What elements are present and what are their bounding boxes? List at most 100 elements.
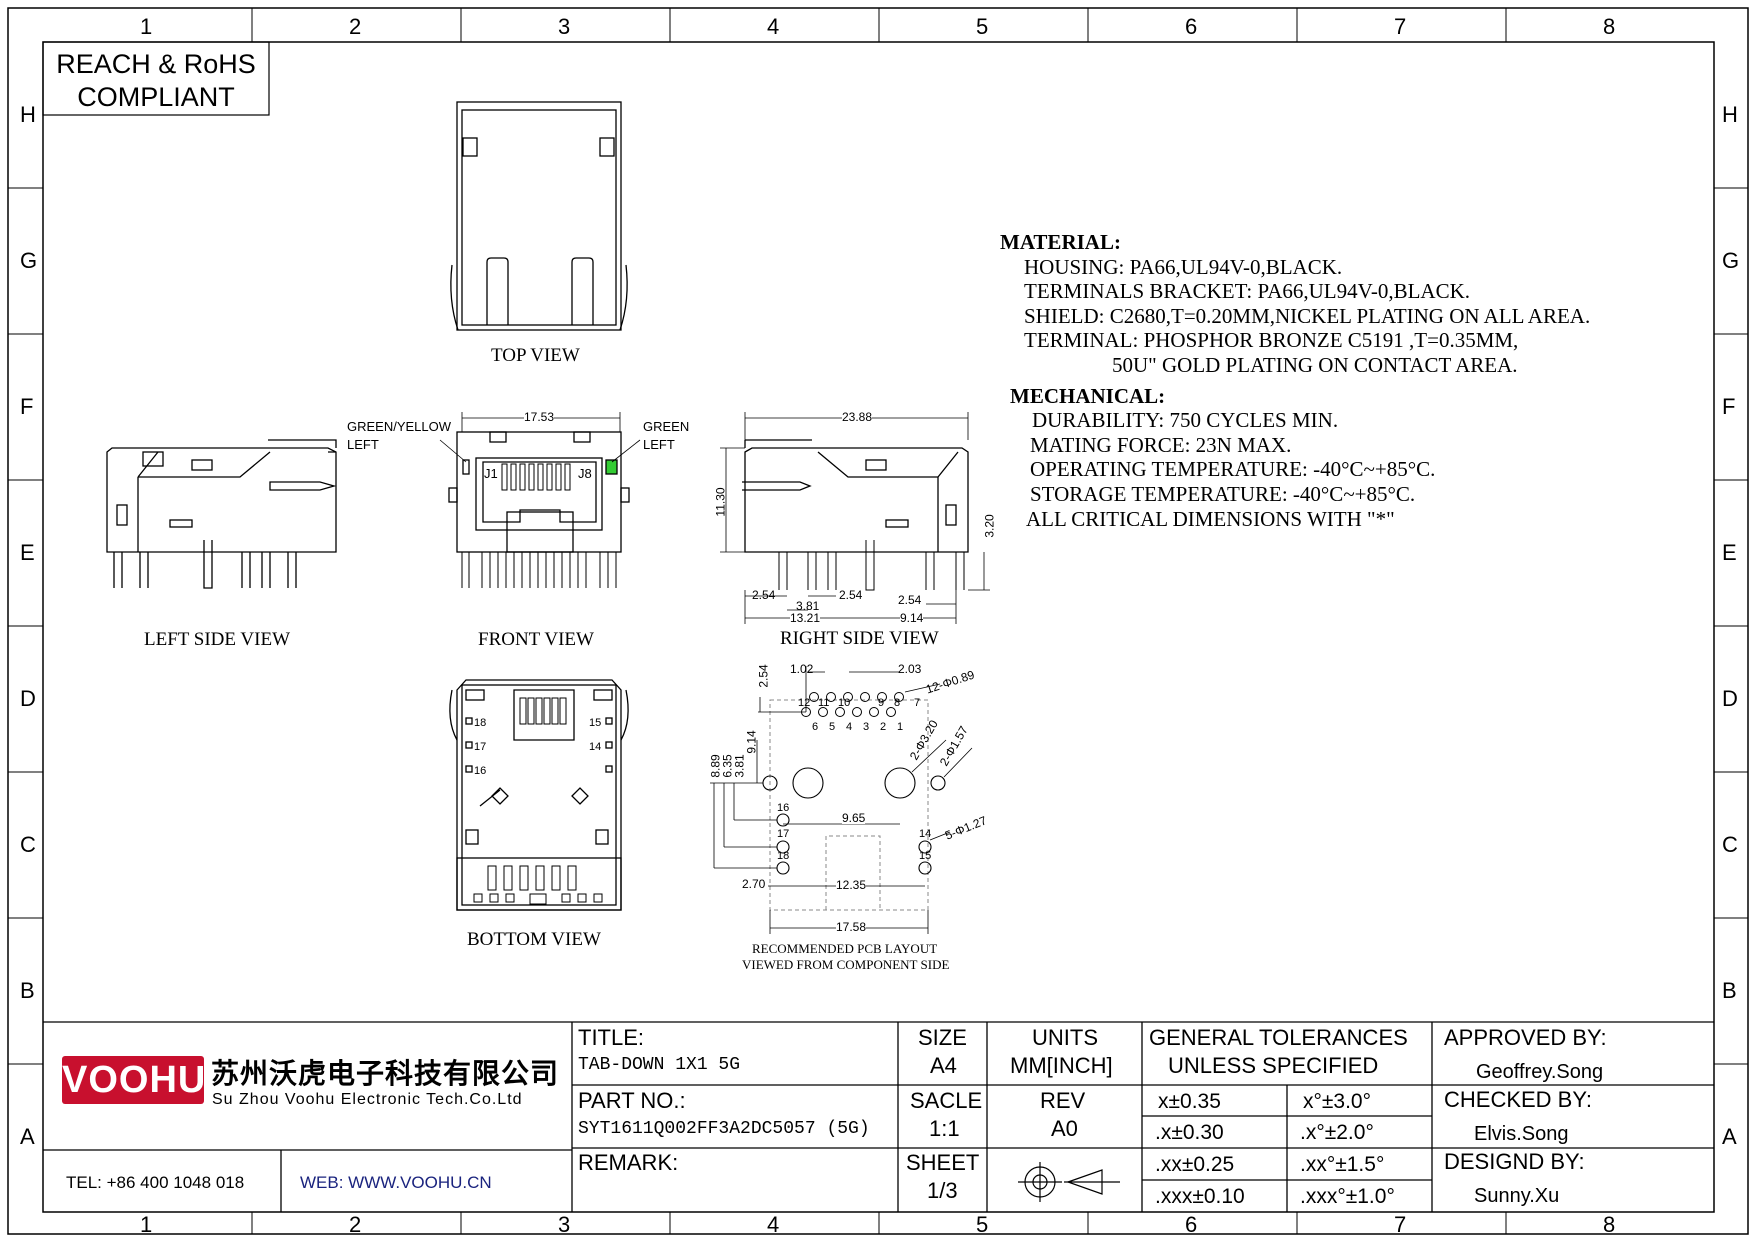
bottom-pin-14: 14 [589, 741, 602, 753]
bottom-pin-16: 16 [474, 765, 487, 777]
dim-right-pin-height: 3.20 [982, 514, 997, 538]
pcb-pin-2: 2 [880, 721, 887, 733]
checked-value: Elvis.Song [1474, 1123, 1569, 1145]
row-label-e: E [20, 540, 35, 565]
contact-web: WEB: WWW.VOOHU.CN [300, 1173, 492, 1192]
contact-tel: TEL: +86 400 1048 018 [66, 1173, 245, 1192]
col-label-1: 1 [140, 14, 153, 39]
row-label-d: D [20, 686, 36, 711]
bottom-pin-18: 18 [474, 717, 487, 729]
title-label: TITLE: [578, 1025, 645, 1050]
material-line: HOUSING: PA66,UL94V-0,BLACK. [1024, 254, 1343, 279]
size-label: SIZE [918, 1025, 967, 1050]
company-name-en: Su Zhou Voohu Electronic Tech.Co.Ltd [212, 1091, 523, 1108]
row-label-c-right: C [1722, 832, 1738, 857]
row-label-h-right: H [1722, 102, 1738, 127]
led-callout-green-yellow: GREEN/YELLOW [347, 419, 452, 434]
row-label-g-right: G [1722, 248, 1740, 273]
pcb-signal-holes [801, 692, 904, 717]
company-name-cn: 苏州沃虎电子科技有限公司 [211, 1058, 560, 1089]
pcb-dim-254: 2.54 [756, 664, 771, 688]
mechanical-line: STORAGE TEMPERATURE: -40°C~+85°C. [1030, 481, 1416, 506]
col-label-6-bottom: 6 [1185, 1212, 1198, 1237]
led-callout-green-left: LEFT [643, 437, 675, 452]
col-label-7: 7 [1394, 14, 1407, 39]
pcb-pin-16: 16 [777, 802, 790, 814]
tolerance-cell: .xxx±0.10 [1155, 1185, 1245, 1208]
left-side-view-drawing [106, 439, 337, 589]
col-label-3-bottom: 3 [558, 1212, 571, 1237]
tolerance-title-1: GENERAL TOLERANCES [1149, 1025, 1408, 1050]
pcb-pin-12: 12 [798, 697, 811, 709]
top-view-caption: TOP VIEW [491, 345, 580, 366]
mechanical-line: MATING FORCE: 23N MAX. [1030, 432, 1292, 457]
pcb-pin-14: 14 [919, 828, 932, 840]
dim-381: 3.81 [796, 599, 820, 613]
pcb-dim-102: 1.02 [790, 662, 814, 676]
dim-254-c: 2.54 [898, 593, 922, 607]
front-view-drawing [439, 412, 641, 588]
scale-value: 1:1 [929, 1116, 960, 1141]
part-no-value: SYT1611Q002FF3A2DC5057 (5G) [578, 1119, 870, 1139]
row-label-g: G [20, 248, 38, 273]
material-line: TERMINAL: PHOSPHOR BRONZE C5191 ,T=0.35M… [1024, 328, 1519, 353]
row-label-f-right: F [1722, 394, 1736, 419]
sheet-value: 1/3 [927, 1178, 958, 1203]
pcb-dim-203: 2.03 [898, 662, 922, 676]
dim-1321: 13.21 [790, 611, 821, 625]
part-no-label: PART NO.: [578, 1088, 686, 1113]
tolerance-cell: .x±0.30 [1155, 1121, 1224, 1144]
col-label-8-bottom: 8 [1603, 1212, 1616, 1237]
right-side-view-drawing [720, 412, 990, 624]
right-side-view-caption: RIGHT SIDE VIEW [780, 628, 939, 649]
material-heading: MATERIAL: [1000, 230, 1121, 254]
designed-label: DESIGND BY: [1444, 1149, 1585, 1174]
col-label-4-bottom: 4 [767, 1212, 780, 1237]
pcb-pin-8: 8 [894, 697, 901, 709]
dim-front-width: 17.53 [524, 410, 555, 424]
row-label-d-right: D [1722, 686, 1738, 711]
title-value: TAB-DOWN 1X1 5G [578, 1055, 741, 1075]
row-label-a: A [20, 1124, 35, 1149]
drawing-frame [7, 7, 1749, 1235]
bottom-view-drawing [449, 679, 629, 911]
col-label-6: 6 [1185, 14, 1198, 39]
col-label-8: 8 [1603, 14, 1616, 39]
dim-254-a: 2.54 [752, 588, 776, 602]
col-label-3: 3 [558, 14, 571, 39]
mechanical-heading: MECHANICAL: [1010, 383, 1166, 408]
checked-label: CHECKED BY: [1444, 1087, 1592, 1112]
row-label-b-right: B [1722, 978, 1737, 1003]
pin-label-j1: J1 [484, 466, 498, 481]
material-line: SHIELD: C2680,T=0.20MM,NICKEL PLATING ON… [1024, 303, 1591, 328]
units-label: UNITS [1032, 1025, 1098, 1050]
row-label-h: H [20, 102, 36, 127]
projection-symbol-icon [1018, 1162, 1120, 1202]
col-label-2-bottom: 2 [349, 1212, 362, 1237]
tolerance-cell: .xx°±1.5° [1300, 1153, 1385, 1176]
tolerance-cell: x±0.35 [1158, 1090, 1221, 1113]
pcb-pin-9: 9 [878, 697, 885, 709]
bottom-pin-15: 15 [589, 717, 602, 729]
material-line: TERMINALS BRACKET: PA66,UL94V-0,BLACK. [1024, 279, 1471, 304]
mechanical-line: OPERATING TEMPERATURE: -40°C~+85°C. [1030, 457, 1436, 482]
pcb-pin-10: 10 [838, 697, 851, 709]
pcb-pin-5: 5 [829, 721, 836, 733]
pcb-pin-1: 1 [897, 721, 904, 733]
pcb-dim-1235: 12.35 [836, 878, 867, 892]
left-side-view-caption: LEFT SIDE VIEW [144, 629, 291, 650]
pcb-pin-15: 15 [919, 850, 932, 862]
pcb-pin-4: 4 [846, 721, 853, 733]
pcb-dim-381: 3.81 [732, 754, 747, 778]
pcb-caption-line2: VIEWED FROM COMPONENT SIDE [742, 957, 950, 972]
size-value: A4 [930, 1053, 957, 1078]
tolerance-cell: .xxx°±1.0° [1300, 1185, 1395, 1208]
mechanical-line: DURABILITY: 750 CYCLES MIN. [1032, 408, 1339, 433]
pcb-dim-965: 9.65 [842, 811, 866, 825]
sheet-label: SHEET [906, 1150, 980, 1175]
row-label-b: B [20, 978, 35, 1003]
units-value: MM[INCH] [1010, 1053, 1113, 1078]
dim-914: 9.14 [900, 611, 924, 625]
designed-value: Sunny.Xu [1474, 1185, 1560, 1207]
